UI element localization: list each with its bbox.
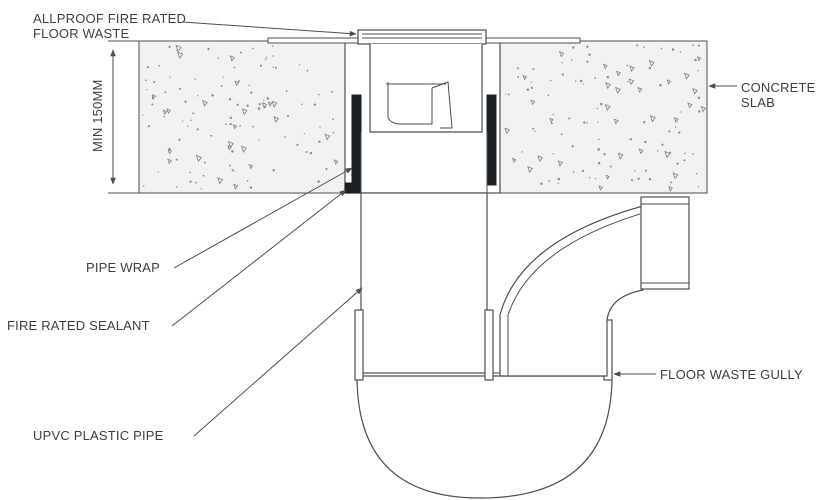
branch-inlet xyxy=(640,196,690,290)
label-floor-waste-1: ALLPROOF FIRE RATED xyxy=(33,11,186,26)
fire-rated-sealant xyxy=(344,182,362,194)
gully-socket-mid xyxy=(484,309,494,381)
pipe-wrap-right xyxy=(486,94,497,186)
waste-insert xyxy=(369,44,483,133)
label-min-depth: MIN 150MM xyxy=(90,79,105,152)
floor-waste-gully xyxy=(356,375,613,499)
concrete-aggregate xyxy=(142,44,707,192)
label-concrete-1: CONCRETE xyxy=(741,80,816,95)
grate-top xyxy=(357,29,487,45)
upvc-pipe-vertical xyxy=(360,192,488,374)
gully-branch xyxy=(499,205,644,377)
gully-socket-left xyxy=(354,309,364,381)
label-fire-sealant: FIRE RATED SEALANT xyxy=(7,318,150,333)
label-gully: FLOOR WASTE GULLY xyxy=(660,367,803,382)
concrete-slab-right xyxy=(499,40,708,194)
concrete-slab-left xyxy=(138,40,346,194)
label-concrete-2: SLAB xyxy=(741,95,775,110)
label-pipe-wrap: PIPE WRAP xyxy=(86,260,160,275)
pipe-wrap-left xyxy=(351,94,362,186)
label-floor-waste-2: FLOOR WASTE xyxy=(33,26,129,41)
label-upvc-pipe: UPVC PLASTIC PIPE xyxy=(33,428,164,443)
